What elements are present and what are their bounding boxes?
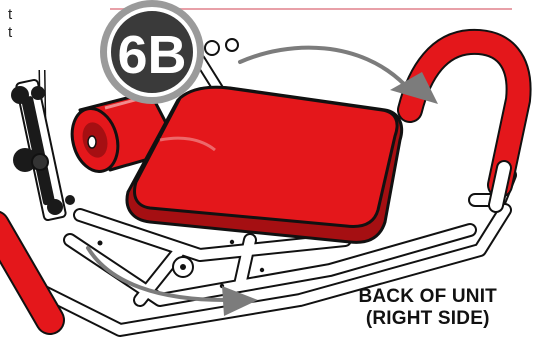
- step-badge: 6B: [100, 0, 204, 104]
- caption-line-2: (RIGHT SIDE): [365, 308, 490, 329]
- step-badge-label: 6B: [117, 25, 186, 85]
- view-caption: BACK OF UNIT (RIGHT SIDE): [358, 286, 497, 330]
- header-rule: [110, 8, 512, 10]
- seat-cushion: [125, 85, 404, 244]
- text-fragment-line-1: t: [8, 6, 13, 23]
- rotation-arrow-icon: [238, 45, 407, 87]
- text-fragment-line-2: t: [8, 24, 13, 41]
- caption-line-1: BACK OF UNIT: [358, 286, 497, 307]
- right-handle: [397, 28, 532, 213]
- page-text-fragment: t t: [8, 6, 12, 42]
- rotation-arrows: [86, 45, 438, 316]
- left-handle: [0, 210, 65, 335]
- adjustment-bracket: [11, 69, 75, 222]
- rotation-arrow-icon: [86, 246, 227, 302]
